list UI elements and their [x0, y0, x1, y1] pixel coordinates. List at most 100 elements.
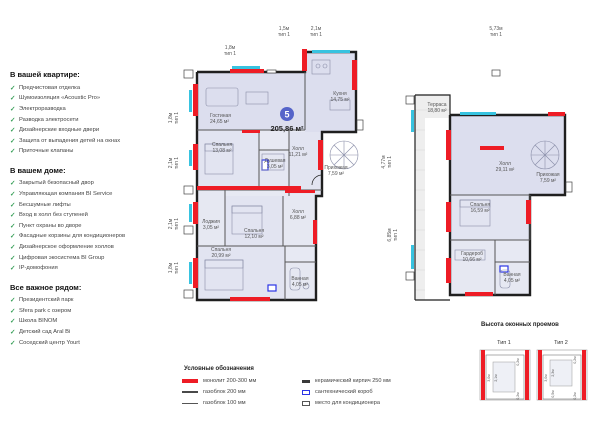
feature-item: ✓Управляющая компания BI Service [10, 191, 113, 199]
dimension-label: тип 1 [224, 51, 236, 57]
feature-item: ✓Электроразводка [10, 105, 66, 113]
check-icon: ✓ [10, 191, 16, 199]
room-area: 4,05 м² [292, 282, 309, 288]
check-icon: ✓ [10, 201, 16, 209]
check-icon: ✓ [10, 105, 16, 113]
check-icon: ✓ [10, 212, 16, 220]
room-area: 3,05 м² [203, 225, 220, 231]
nearby-features-title: Все важное рядом: [10, 282, 82, 292]
area-badge-icon [280, 107, 294, 121]
window-dim: 0,5м [551, 390, 555, 398]
legend-item-monolith: монолит 200-300 мм [182, 378, 302, 384]
upper-level-plan: Терраса 18,80 м² Холл 29,11 м² Прихожая … [381, 26, 573, 301]
dimension-label: 5,73м [489, 26, 503, 32]
feature-item: ✓Sfera park с озером [10, 307, 72, 315]
ac-place-swatch [302, 400, 310, 406]
window-dim: 3,0м [544, 374, 548, 382]
feature-item: ✓Дизайнерские входные двери [10, 127, 100, 135]
room-label: Спальня [244, 228, 264, 234]
check-icon: ✓ [10, 222, 16, 230]
check-icon: ✓ [10, 339, 16, 347]
room-label: Холл [292, 209, 304, 215]
feature-item: ✓Бесшумные лифты [10, 201, 71, 209]
feature-item: ✓Детский сад Aral Bi [10, 329, 71, 337]
room-area: 7,59 м² [328, 171, 345, 177]
room-area: 20,99 м² [211, 253, 230, 259]
feature-item: ✓IP-домофония [10, 265, 58, 273]
room-label: Прихожая [324, 165, 347, 171]
dimension-label: тип 1 [174, 112, 180, 124]
window-dim: 0,2м [573, 392, 577, 400]
room-label: Лоджия [202, 219, 220, 225]
check-icon: ✓ [10, 233, 16, 241]
room-area: 14,75 м² [330, 97, 349, 103]
room-area: 3,05 м² [267, 164, 284, 170]
legend-grid: монолит 200-300 мм керамический кирпич 2… [182, 378, 432, 406]
legend-item-sanitary-box: сантехнический короб [302, 389, 432, 395]
room-area: 16,59 м² [470, 208, 489, 214]
check-icon: ✓ [10, 254, 16, 262]
monolith-swatch [182, 379, 198, 383]
sanitary-box-swatch [302, 389, 310, 395]
feature-item: ✓Разводка электросети [10, 116, 79, 124]
feature-item: ✓Дизайнерское оформление холлов [10, 244, 114, 252]
legend-item-gasblock-100: газоблок 100 мм [182, 400, 302, 406]
dimension-label: 2,1м [168, 157, 174, 168]
legend-item-gasblock-200: газоблок 200 мм [182, 389, 302, 395]
apartment-features-title: В вашей квартире: [10, 70, 80, 79]
dimension-label: тип 1 [174, 262, 180, 274]
dimension-label: 1,8м [225, 45, 236, 51]
check-icon: ✓ [10, 95, 16, 103]
feature-item: ✓Вход в холл без ступеней [10, 212, 88, 220]
window-dim: 3,0м [487, 374, 491, 382]
room-label: Гостиная [210, 113, 231, 119]
room-area: 6,88 м² [290, 215, 307, 221]
window-dim: 0,2м [516, 358, 520, 366]
check-icon: ✓ [10, 318, 16, 326]
room-label: Ванная [503, 272, 520, 278]
room-area: 10,66 м² [462, 257, 481, 263]
feature-item: ✓Шумоизоляция «Acoustic Pro» [10, 95, 101, 103]
check-icon: ✓ [10, 265, 16, 273]
building-features: В вашем доме: ✓Закрытый безопасный двор … [10, 166, 180, 274]
legend: Условные обозначения монолит 200-300 мм … [182, 366, 432, 406]
feature-item: ✓Президентский парк [10, 297, 74, 305]
room-area: 7,59 м² [540, 178, 557, 184]
room-label: Кухня [333, 91, 347, 97]
room-area: 24,65 м² [210, 119, 229, 125]
room-area: 11,21 м² [289, 152, 308, 158]
check-icon: ✓ [10, 329, 16, 337]
gasblock-100-swatch [182, 402, 198, 404]
window-dim: 2,3м [551, 369, 555, 377]
room-label: Терраса [427, 102, 446, 108]
window-dim: 0,2м [573, 356, 577, 364]
room-label: Ванная [291, 276, 308, 282]
room-area: 4,05 м² [504, 278, 521, 284]
room-area: 12,10 м² [244, 234, 263, 240]
window-type-1-label: Тип 1 [497, 340, 511, 346]
feature-item: ✓Фасадные корзины для кондиционеров [10, 233, 126, 241]
room-label: Душевая [265, 158, 286, 164]
dimension-label: тип 1 [278, 32, 290, 38]
feature-item: ✓Закрытый безопасный двор [10, 180, 94, 188]
apartment-features: В вашей квартире: ✓Предчистовая отделка … [10, 70, 180, 157]
total-area: 205,86 м² [270, 124, 304, 133]
building-features-title: В вашем доме: [10, 165, 66, 175]
room-label: Гардероб [461, 251, 483, 257]
dimension-label: 4,77м [381, 155, 387, 169]
window-type-2-label: Тип 2 [554, 340, 568, 346]
dimension-label: 2,1м [311, 26, 322, 32]
window-heights-title: Высота оконных проемов [481, 322, 559, 328]
window-dim: 2,1м [494, 374, 498, 382]
legend-title: Условные обозначения [184, 366, 254, 372]
dimension-label: тип 1 [490, 32, 502, 38]
dimension-label: тип 1 [393, 229, 399, 241]
room-label: Холл [499, 161, 511, 167]
area-badge: 5 [284, 110, 289, 120]
dimension-label: 1,8м [168, 112, 174, 123]
room-label: Спальня [211, 247, 231, 253]
lower-level-plan: 5 205,86 м² Гостиная 24,65 м² Кухня 14,7… [168, 26, 364, 302]
features-sidebar: В вашей квартире: ✓Предчистовая отделка … [10, 70, 180, 357]
legend-item-ac-place: место для кондиционера [302, 400, 432, 406]
window-dim: 0,2м [516, 392, 520, 400]
